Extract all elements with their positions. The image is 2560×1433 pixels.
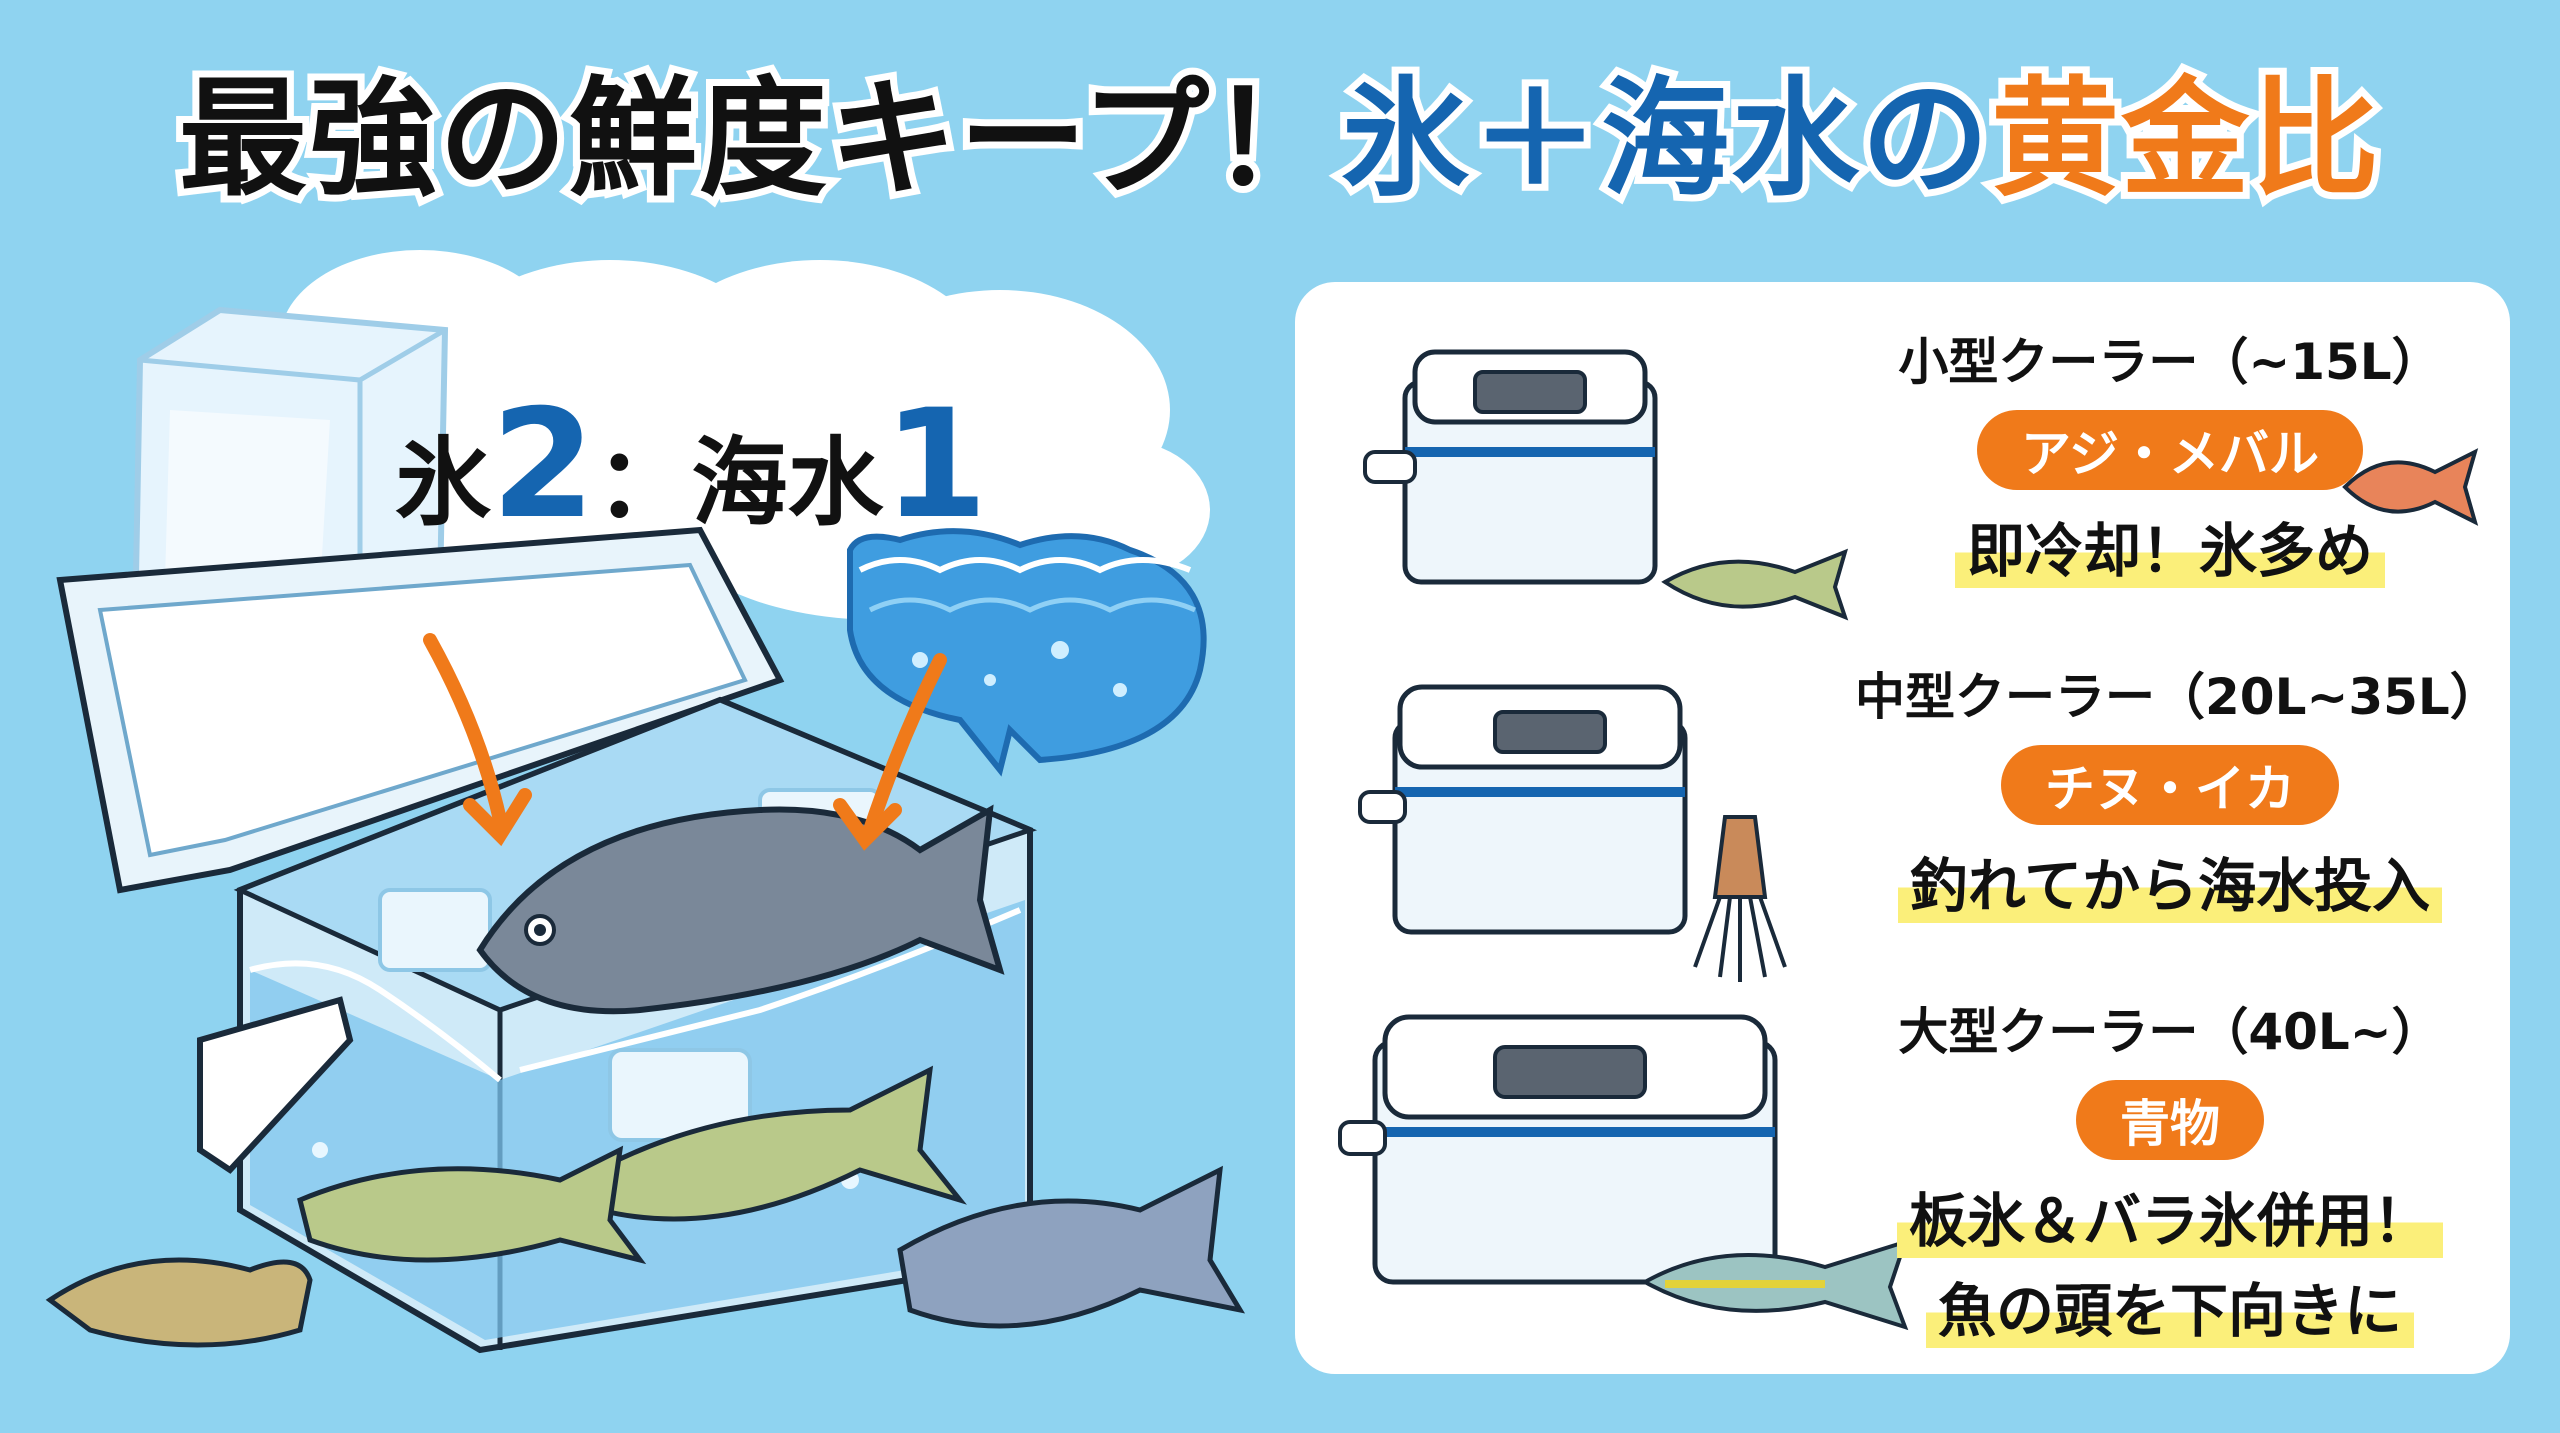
ratio-ice-label: 氷 bbox=[395, 427, 491, 539]
fish-badge: 青物 bbox=[2076, 1080, 2264, 1160]
cooler-illustration-svg bbox=[45, 250, 1246, 1354]
seawater-bubble bbox=[847, 528, 1207, 777]
cooler-info-large: 大型クーラー（40L~） 青物 板氷＆バラ氷併用！ 魚の頭を下向きに bbox=[1855, 992, 2485, 1348]
cooler-handle bbox=[197, 996, 354, 1174]
cooler-row-large: 大型クーラー（40L~） 青物 板氷＆バラ氷併用！ 魚の頭を下向きに bbox=[1295, 992, 2510, 1352]
cooler-row-small: 小型クーラー（~15L） アジ・メバル 即冷却！氷多め bbox=[1295, 322, 2510, 622]
cooler-illustration: 氷2：海水1 bbox=[0, 250, 1270, 1429]
cooler-tip: 即冷却！氷多め bbox=[1954, 504, 2385, 588]
sea-bream-icon bbox=[476, 804, 1005, 1015]
medium-cooler-icon bbox=[1358, 684, 1688, 935]
title-part2: 氷＋海水の bbox=[1334, 58, 1996, 221]
ratio-ice-value: 2 bbox=[491, 378, 596, 552]
cooler-lid bbox=[56, 526, 785, 894]
large-cooler-icon bbox=[1338, 1014, 1778, 1285]
title-part3: 黄金比 bbox=[1984, 58, 2386, 221]
yellowtail-icon bbox=[1640, 1238, 1909, 1331]
fish-badge: アジ・メバル bbox=[1977, 410, 2363, 490]
cooler-tip: 釣れてから海水投入 bbox=[1897, 839, 2443, 923]
cooler-size-label: 小型クーラー（~15L） bbox=[1898, 333, 2442, 391]
fish-badge: チヌ・イカ bbox=[2001, 745, 2339, 825]
cooler-tip: 板氷＆バラ氷併用！ bbox=[1896, 1174, 2443, 1258]
bonito-icon bbox=[897, 1165, 1246, 1329]
mackerel-icon bbox=[297, 1065, 967, 1265]
cooler-tip: 魚の頭を下向きに bbox=[1925, 1264, 2414, 1348]
page-title: 最強の鮮度キープ！氷＋海水の黄金比 bbox=[0, 40, 2560, 240]
cooler-info-small: 小型クーラー（~15L） アジ・メバル 即冷却！氷多め bbox=[1855, 322, 2485, 588]
title-part1: 最強の鮮度キープ！ bbox=[172, 58, 1346, 221]
cooler-size-label: 大型クーラー（40L~） bbox=[1898, 1003, 2442, 1061]
small-cooler-icon bbox=[1363, 349, 1658, 585]
arrow-icon bbox=[423, 633, 947, 851]
horse-mackerel-icon bbox=[1661, 548, 1849, 621]
ice-seawater-ratio: 氷2：海水1 bbox=[395, 365, 1175, 565]
cooler-size-label: 中型クーラー（20L~35L） bbox=[1855, 668, 2500, 726]
cooler-size-panel: 小型クーラー（~15L） アジ・メバル 即冷却！氷多め 中型クーラー（20L~3… bbox=[1295, 282, 2510, 1374]
ratio-separator: ： bbox=[595, 427, 692, 539]
squid-icon bbox=[1693, 815, 1787, 982]
cooler-info-medium: 中型クーラー（20L~35L） チヌ・イカ 釣れてから海水投入 bbox=[1855, 657, 2500, 923]
cooler-row-medium: 中型クーラー（20L~35L） チヌ・イカ 釣れてから海水投入 bbox=[1295, 657, 2510, 982]
ratio-sea-value: 1 bbox=[883, 378, 988, 552]
ratio-sea-label: 海水 bbox=[691, 427, 884, 539]
horse-mackerel-icon bbox=[45, 1257, 313, 1348]
